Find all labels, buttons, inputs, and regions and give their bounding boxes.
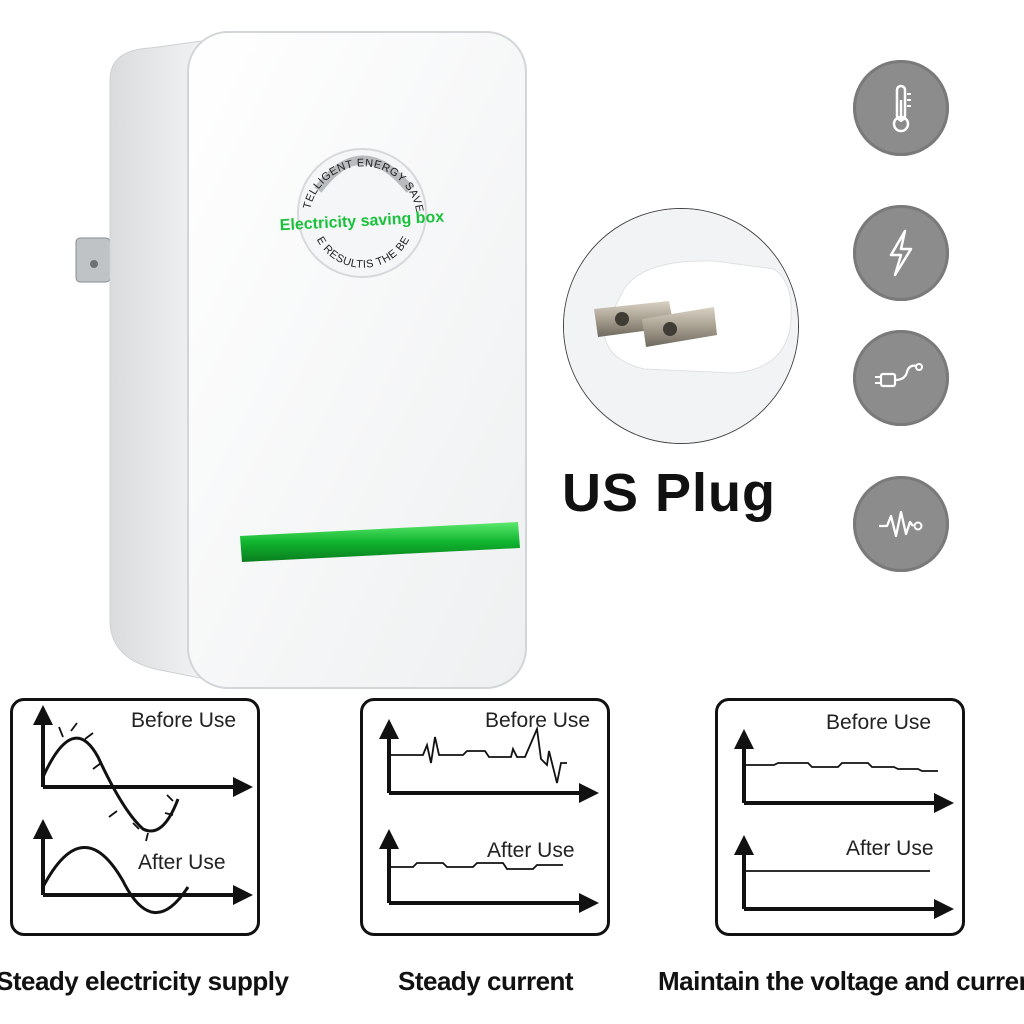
lightning-icon bbox=[853, 205, 949, 301]
after-use-label: After Use bbox=[487, 839, 575, 862]
caption-steady-supply: Steady electricity supply bbox=[0, 966, 289, 996]
before-use-label: Before Use bbox=[485, 709, 591, 732]
before-chart bbox=[33, 705, 253, 842]
device-illustration: INTELLIGENT ENERGY SAVER Electricity sav… bbox=[66, 1, 527, 689]
panel-steady-current: Before Use After Use bbox=[360, 698, 610, 936]
us-plug-closeup bbox=[563, 208, 799, 444]
caption-maintain-voltage: Maintain the voltage and current bbox=[658, 966, 1024, 996]
after-chart bbox=[33, 819, 253, 915]
plug-cable-icon bbox=[853, 330, 949, 426]
thermometer-icon bbox=[853, 60, 949, 156]
side-prong bbox=[75, 237, 111, 283]
waveform-icon bbox=[853, 476, 949, 572]
before-chart bbox=[734, 729, 954, 813]
plug-illustration bbox=[564, 209, 798, 443]
after-use-label: After Use bbox=[138, 851, 226, 874]
caption-steady-current: Steady current bbox=[398, 966, 574, 996]
before-use-label: Before Use bbox=[826, 711, 932, 734]
plug-type-label: US Plug bbox=[562, 463, 777, 523]
panel-steady-supply: Before Use After Use bbox=[10, 698, 260, 936]
after-use-label: After Use bbox=[846, 837, 934, 860]
before-chart bbox=[379, 719, 599, 803]
panel-maintain-voltage: Before Use After Use bbox=[715, 698, 965, 936]
plug-prong-right bbox=[642, 307, 717, 347]
after-chart bbox=[379, 829, 599, 913]
energy-saver-device: INTELLIGENT ENERGY SAVER Electricity sav… bbox=[66, 1, 550, 700]
led-indicator-strip bbox=[240, 522, 520, 562]
after-chart bbox=[734, 835, 954, 919]
before-use-label: Before Use bbox=[131, 709, 237, 732]
